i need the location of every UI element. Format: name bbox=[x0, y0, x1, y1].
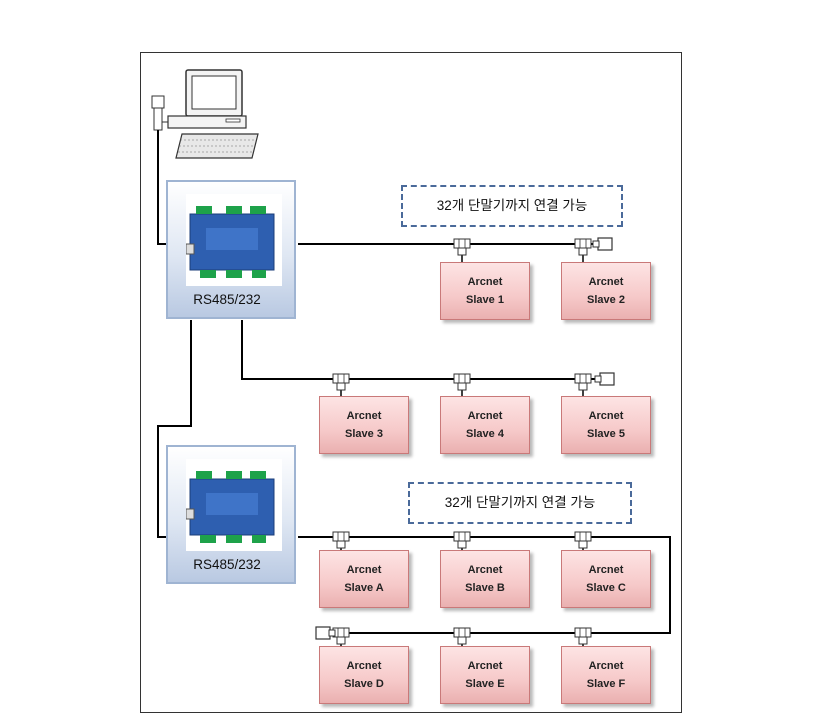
slave-name: Slave 5 bbox=[587, 428, 625, 440]
slave-type: Arcnet bbox=[346, 660, 382, 672]
slave-type: Arcnet bbox=[588, 276, 624, 288]
slave-node: Arcnet Slave B bbox=[440, 550, 530, 608]
slave-type: Arcnet bbox=[588, 564, 624, 576]
slave-name: Slave D bbox=[344, 678, 384, 690]
slave-type: Arcnet bbox=[467, 276, 503, 288]
slave-node: Arcnet Slave F bbox=[561, 646, 651, 704]
slave-node: Arcnet Slave 2 bbox=[561, 262, 651, 320]
slave-name: Slave 4 bbox=[466, 428, 504, 440]
slave-node: Arcnet Slave 4 bbox=[440, 396, 530, 454]
slave-type: Arcnet bbox=[467, 410, 503, 422]
module-icon bbox=[186, 194, 282, 286]
module-icon bbox=[186, 459, 282, 551]
capacity-note: 32개 단말기까지 연결 가능 bbox=[408, 482, 632, 524]
slave-name: Slave 3 bbox=[345, 428, 383, 440]
slave-name: Slave C bbox=[586, 582, 626, 594]
slave-type: Arcnet bbox=[346, 564, 382, 576]
slave-type: Arcnet bbox=[346, 410, 382, 422]
slave-type: Arcnet bbox=[588, 660, 624, 672]
slave-type: Arcnet bbox=[588, 410, 624, 422]
slave-node: Arcnet Slave C bbox=[561, 550, 651, 608]
slave-name: Slave 1 bbox=[466, 294, 504, 306]
slave-node: Arcnet Slave E bbox=[440, 646, 530, 704]
slave-name: Slave 2 bbox=[587, 294, 625, 306]
pc-icon bbox=[151, 69, 259, 159]
slave-type: Arcnet bbox=[467, 660, 503, 672]
slave-name: Slave A bbox=[344, 582, 384, 594]
gateway-box-2: RS485/232 bbox=[166, 445, 296, 584]
slave-name: Slave E bbox=[465, 678, 505, 690]
slave-node: Arcnet Slave A bbox=[319, 550, 409, 608]
gateway-box-1: RS485/232 bbox=[166, 180, 296, 319]
diagram-frame bbox=[140, 52, 682, 713]
slave-node: Arcnet Slave 5 bbox=[561, 396, 651, 454]
slave-node: Arcnet Slave 3 bbox=[319, 396, 409, 454]
slave-name: Slave B bbox=[465, 582, 505, 594]
capacity-note: 32개 단말기까지 연결 가능 bbox=[401, 185, 623, 227]
slave-node: Arcnet Slave D bbox=[319, 646, 409, 704]
gateway-label: RS485/232 bbox=[193, 557, 261, 572]
gateway-label: RS485/232 bbox=[193, 292, 261, 307]
slave-name: Slave F bbox=[586, 678, 626, 690]
slave-type: Arcnet bbox=[467, 564, 503, 576]
slave-node: Arcnet Slave 1 bbox=[440, 262, 530, 320]
